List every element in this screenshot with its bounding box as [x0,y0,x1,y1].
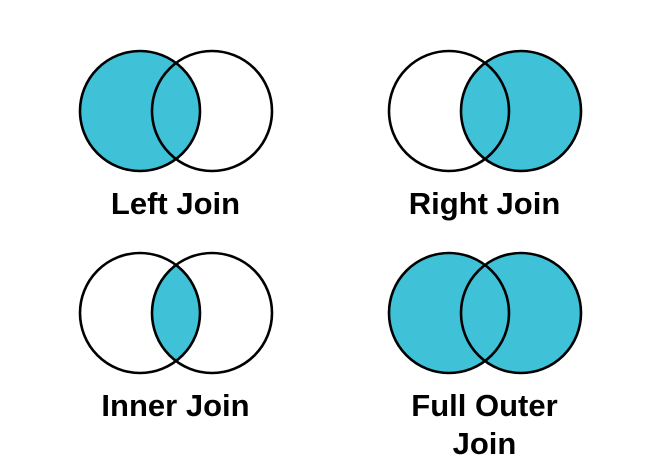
intersection-fill [460,63,509,159]
venn-diagram-right-join [387,49,582,173]
venn-right-join: Right Join [321,46,648,234]
right-circle-outline [150,251,273,374]
right-circle-outline [459,49,582,173]
venn-left-join: Left Join [12,46,339,234]
venn-diagram-full-outer-join [387,251,582,374]
venn-diagram-left-join [78,49,273,173]
left-circle-outline [78,49,201,173]
venn-full-outer-join: Full Outer Join [321,248,648,474]
venn-diagram-inner-join [78,251,273,374]
intersection-fill [460,264,509,361]
venn-label: Right Join [408,186,561,221]
venn-label: Left Join [110,186,241,221]
right-circle-outline [150,49,273,173]
left-circle-outline [387,49,510,173]
intersection-fill [151,264,200,361]
venn-label: Full Outer Join [411,387,558,462]
left-circle-outline [387,251,510,374]
right-circle-outline [459,251,582,374]
venn-label: Inner Join [101,387,250,423]
intersection-fill [151,63,200,159]
venn-inner-join: Inner Join [12,248,339,474]
left-circle-outline [78,251,201,374]
